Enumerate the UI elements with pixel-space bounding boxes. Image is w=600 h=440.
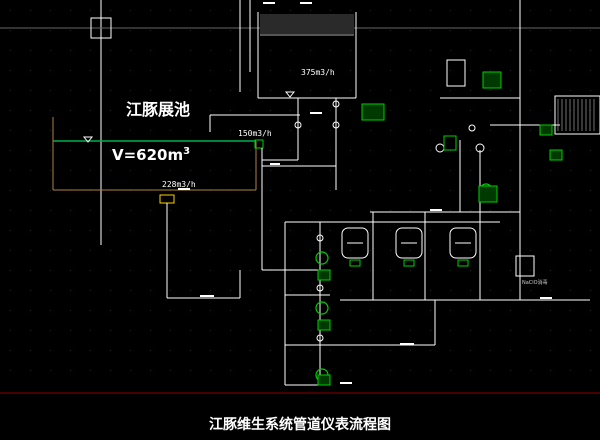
pump-2-icon <box>315 301 329 315</box>
exhibition-pool <box>52 117 264 204</box>
equipment-boxes <box>443 59 535 277</box>
controller-box <box>446 59 466 87</box>
tag-6 <box>317 374 331 386</box>
dosing-device-label: NaClO消毒 <box>522 280 548 286</box>
pool-volume-label: V=620m3 <box>112 146 190 164</box>
diagram-title: 江豚维生系统管道仪表流程图 <box>209 417 391 433</box>
tag-7 <box>539 124 553 136</box>
drawing-grid <box>10 10 591 371</box>
pool-volume-exponent: 3 <box>183 146 191 157</box>
tank-level-icon <box>284 91 296 98</box>
water-level-icon <box>82 136 94 143</box>
pool-volume-value: V=620m <box>112 146 184 164</box>
inlet-flow-label: 150m3/h <box>238 129 272 138</box>
filter-media <box>260 14 354 34</box>
filter-tank <box>257 12 357 99</box>
dosing-tank <box>515 255 535 277</box>
pipe-flow-markers <box>178 2 552 384</box>
instrument-tags <box>317 71 563 386</box>
chiller-unit <box>554 95 600 135</box>
circulation-pumps <box>315 183 493 382</box>
pool-name-label: 江豚展池 <box>126 100 191 119</box>
uv-unit <box>443 135 457 151</box>
tag-1 <box>361 103 385 121</box>
bottom-drain <box>159 194 175 204</box>
pipe-network <box>166 0 590 386</box>
filter-3-icon <box>449 227 477 259</box>
tag-4 <box>317 269 331 281</box>
filter-2-icon <box>395 227 423 259</box>
instruments <box>294 100 485 342</box>
outlet-flow-label: 228m3/h <box>162 180 196 189</box>
filter-flow-label: 375m3/h <box>301 68 335 77</box>
tag-8 <box>549 149 563 161</box>
tag-3 <box>478 185 498 203</box>
inlet-nozzle <box>254 139 264 149</box>
tag-2 <box>482 71 502 89</box>
filter-1-icon <box>341 227 369 259</box>
filter-supports <box>349 259 469 267</box>
filter-vessels <box>341 227 477 259</box>
pump-1-icon <box>315 251 329 265</box>
tag-5 <box>317 319 331 331</box>
